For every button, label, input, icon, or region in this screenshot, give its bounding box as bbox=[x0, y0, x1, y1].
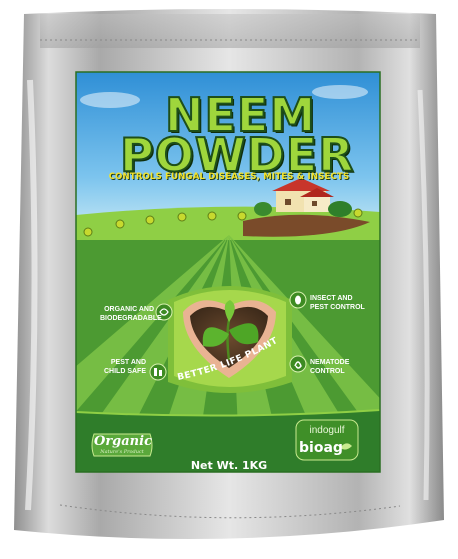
brand-name-line2: bioag bbox=[299, 440, 343, 456]
product-label bbox=[76, 72, 380, 472]
feature-line: INSECT AND bbox=[310, 295, 353, 302]
recycle-icon bbox=[155, 303, 173, 321]
curved-tagline: BETTER LIFE PLANT bbox=[177, 336, 281, 383]
brand-name-line1: indogulf bbox=[309, 425, 345, 436]
feature-pest-child-safe: PEST AND CHILD SAFE bbox=[96, 358, 146, 376]
organic-badge-subtitle: Nature's Product bbox=[100, 449, 144, 455]
feature-line: PEST CONTROL bbox=[310, 304, 365, 311]
feature-line: NEMATODE bbox=[310, 359, 350, 366]
tree-row bbox=[83, 208, 363, 237]
worm-icon bbox=[289, 355, 307, 373]
family-icon bbox=[149, 363, 167, 381]
product-title-line2: POWDER bbox=[119, 128, 355, 182]
feature-insect-pest-control: INSECT AND PEST CONTROL bbox=[310, 294, 370, 312]
organic-badge bbox=[91, 433, 153, 457]
feature-line: CHILD SAFE bbox=[104, 368, 146, 375]
hands-with-plant-image bbox=[183, 300, 276, 378]
product-tagline: CONTROLS FUNGAL DISEASES, MITES & INSECT… bbox=[108, 172, 350, 182]
organic-badge-title: Organic bbox=[94, 434, 152, 449]
feature-organic-biodegradable: ORGANIC AND BIODEGRADABLE bbox=[100, 305, 162, 323]
curved-tagline-text: BETTER LIFE PLANT bbox=[177, 336, 280, 383]
product-title-line1: NEEM bbox=[164, 88, 317, 142]
brand-logo-badge bbox=[295, 419, 359, 461]
feature-line: BIODEGRADABLE bbox=[100, 315, 162, 322]
svg-text:BETTER LIFE PLANT: BETTER LIFE PLANT bbox=[177, 336, 281, 383]
feature-line: PEST AND bbox=[110, 359, 146, 366]
feature-nematode-control: NEMATODE CONTROL bbox=[310, 358, 370, 376]
net-weight: Net Wt. 1KG bbox=[190, 459, 268, 472]
feature-line: CONTROL bbox=[310, 368, 345, 375]
feature-line: ORGANIC AND bbox=[104, 306, 154, 313]
farmhouse bbox=[243, 178, 370, 237]
